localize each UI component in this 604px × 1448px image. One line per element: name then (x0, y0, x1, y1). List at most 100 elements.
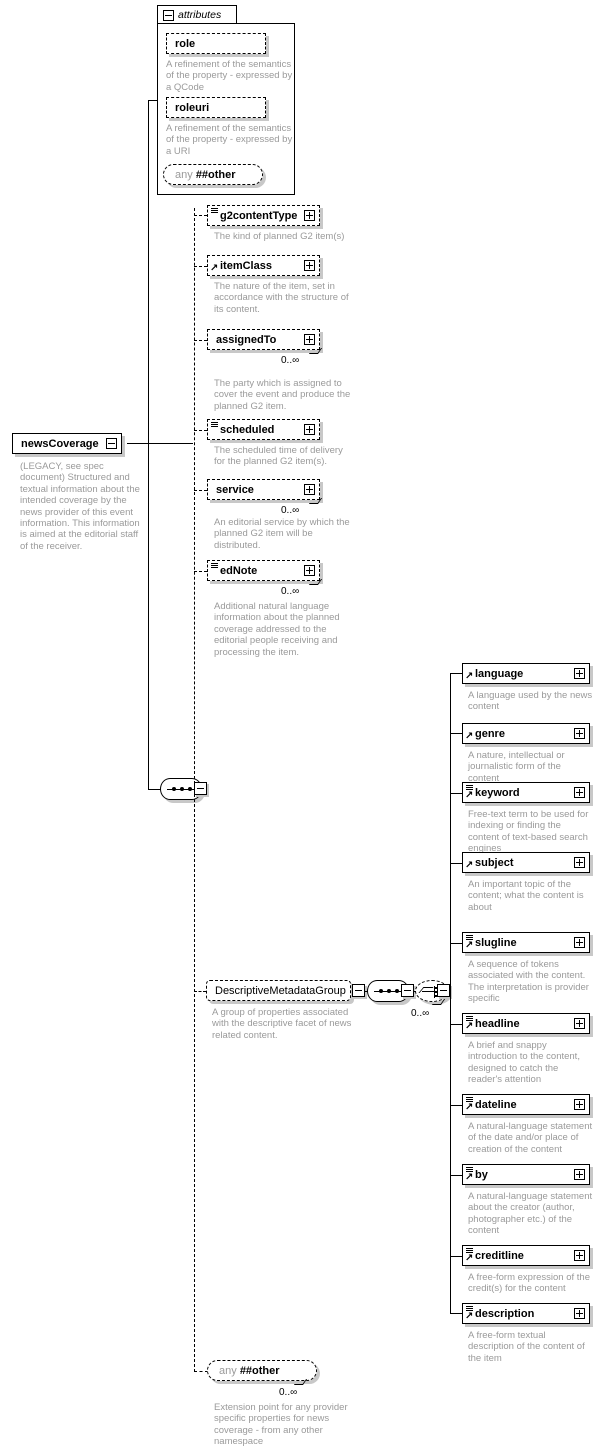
element-doc-language: A language used by the news content (468, 690, 593, 713)
sequence-dot-1 (379, 989, 383, 993)
attributes-collapse-icon[interactable] (163, 10, 174, 21)
ref-arrow-icon (465, 942, 473, 950)
element-box-keyword[interactable]: keyword (462, 782, 590, 803)
attribute-any-label: any ##other (175, 167, 236, 183)
ref-arrow-icon (465, 1023, 473, 1031)
choice-stem (422, 991, 434, 992)
ref-arrow-icon (465, 1104, 473, 1112)
element-box-scheduled[interactable]: scheduled (207, 419, 320, 440)
sequence-icon (211, 208, 218, 214)
attribute-box-roleuri[interactable]: roleuri (166, 97, 266, 118)
element-label-g2contenttype: g2contentType (220, 210, 298, 222)
expand-icon-creditline[interactable] (574, 1250, 585, 1261)
group-collapse-icon[interactable] (352, 984, 365, 997)
root-collapse-icon[interactable] (106, 438, 117, 449)
children-rail (194, 208, 195, 789)
element-doc-by: A natural-language statement about the c… (468, 1191, 593, 1237)
extension-any-other[interactable]: any ##other (207, 1360, 317, 1381)
connector-language (450, 673, 462, 674)
element-box-headline[interactable]: headline (462, 1013, 590, 1034)
connector-service (194, 490, 207, 491)
extension-any-prefix: any (219, 1365, 237, 1377)
expand-icon-itemclass[interactable] (304, 260, 315, 271)
root-element-doc: (LEGACY, see spec document) Structured a… (20, 461, 140, 552)
sequence-collapse-icon[interactable] (194, 782, 207, 795)
choice-collapse-icon[interactable] (437, 984, 450, 997)
element-doc-scheduled: The scheduled time of delivery for the p… (214, 445, 343, 468)
cardinality-assignedto: 0..∞ (281, 355, 300, 366)
any-prefix: any (175, 169, 193, 181)
expand-icon-headline[interactable] (574, 1018, 585, 1029)
any-namespace: ##other (195, 169, 236, 181)
rail-root-vertical (148, 100, 149, 444)
attribute-doc-role: A refinement of the semantics of the pro… (166, 59, 293, 93)
connector-assignedto (194, 340, 207, 341)
element-label-scheduled: scheduled (220, 424, 275, 436)
element-label-by: by (475, 1169, 488, 1181)
element-box-description[interactable]: description (462, 1303, 590, 1324)
element-box-dateline[interactable]: dateline (462, 1094, 590, 1115)
expand-icon-genre[interactable] (574, 728, 585, 739)
ref-arrow-icon (210, 265, 218, 273)
element-doc-genre: A nature, intellectual or journalistic f… (468, 750, 565, 784)
extension-any-label: any ##other (219, 1363, 280, 1379)
group-members-rail-lower (450, 991, 451, 1313)
connector-itemclass (194, 266, 207, 267)
sequence-compositor-root[interactable] (160, 778, 202, 800)
element-doc-subject: An important topic of the content; what … (468, 879, 584, 913)
ref-arrow-icon (465, 792, 473, 800)
root-element-box-newscoverage[interactable]: newsCoverage (12, 433, 122, 454)
expand-icon-description[interactable] (574, 1308, 585, 1319)
expand-icon-assignedto[interactable] (304, 334, 315, 345)
sequence-icon (211, 422, 218, 428)
element-box-g2contenttype[interactable]: g2contentType (207, 205, 320, 226)
element-box-itemclass[interactable]: itemClass (207, 255, 320, 276)
element-box-slugline[interactable]: slugline (462, 932, 590, 953)
connector-scheduled (194, 430, 207, 431)
ref-arrow-icon (465, 1255, 473, 1263)
element-box-assignedto[interactable]: assignedTo (207, 329, 320, 350)
repeat-hook-service (311, 498, 321, 505)
element-box-by[interactable]: by (462, 1164, 590, 1185)
element-label-creditline: creditline (475, 1250, 524, 1262)
expand-icon-by[interactable] (574, 1169, 585, 1180)
expand-icon-service[interactable] (304, 484, 315, 495)
element-box-subject[interactable]: subject (462, 852, 590, 873)
attribute-any-other[interactable]: any ##other (163, 164, 263, 185)
element-box-genre[interactable]: genre (462, 723, 590, 744)
connector-dateline (450, 1105, 462, 1106)
choice-branch-bar (434, 986, 435, 998)
attribute-box-role[interactable]: role (166, 33, 266, 54)
expand-icon-ednote[interactable] (304, 565, 315, 576)
cardinality-service: 0..∞ (281, 505, 300, 516)
expand-icon-subject[interactable] (574, 857, 585, 868)
ref-arrow-icon (465, 1174, 473, 1182)
expand-icon-keyword[interactable] (574, 787, 585, 798)
element-label-slugline: slugline (475, 937, 517, 949)
expand-icon-g2contenttype[interactable] (304, 210, 315, 221)
expand-icon-scheduled[interactable] (304, 424, 315, 435)
connector-root-to-rail (127, 443, 193, 444)
group-label-descriptivemetadatagroup: DescriptiveMetadataGroup (215, 985, 346, 997)
attribute-doc-roleuri: A refinement of the semantics of the pro… (166, 123, 293, 157)
ref-arrow-icon (465, 1313, 473, 1321)
expand-icon-dateline[interactable] (574, 1099, 585, 1110)
repeat-hook-ednote (311, 579, 321, 586)
element-label-dateline: dateline (475, 1099, 517, 1111)
element-box-ednote[interactable]: edNote (207, 560, 320, 581)
element-doc-keyword: Free-text term to be used for indexing o… (468, 809, 589, 855)
sequence-dot-2 (180, 787, 184, 791)
element-label-genre: genre (475, 728, 505, 740)
sequence-group-collapse-icon[interactable] (401, 984, 414, 997)
connector-subject (450, 863, 462, 864)
group-members-rail (450, 673, 451, 991)
expand-icon-language[interactable] (574, 668, 585, 679)
expand-icon-slugline[interactable] (574, 937, 585, 948)
element-box-creditline[interactable]: creditline (462, 1245, 590, 1266)
element-box-language[interactable]: language (462, 663, 590, 684)
connector-genre (450, 733, 462, 734)
element-box-service[interactable]: service (207, 479, 320, 500)
element-doc-assignedto: The party which is assigned to cover the… (214, 378, 351, 412)
group-box-descriptivemetadatagroup[interactable]: DescriptiveMetadataGroup (206, 980, 351, 1001)
connector-description (450, 1313, 462, 1314)
